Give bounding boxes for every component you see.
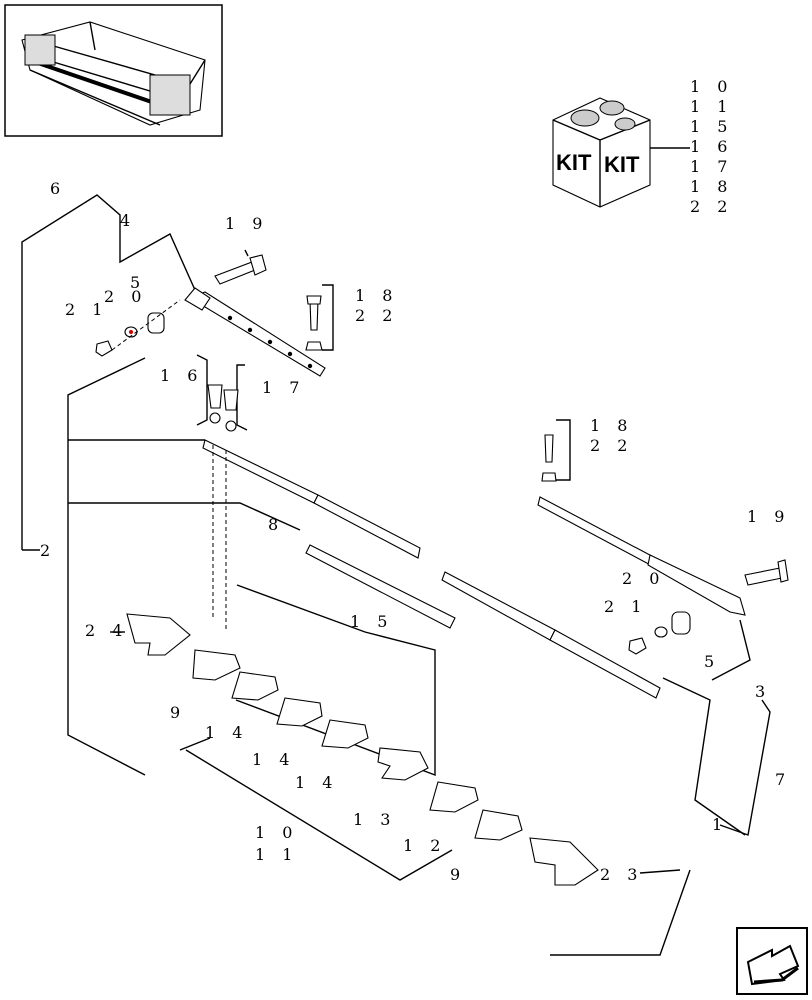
kit-box-icon: KIT KIT: [552, 97, 690, 208]
header-thumbnail-image: [4, 4, 223, 137]
callout-4: 4: [120, 211, 136, 230]
callout-23: 2 3: [600, 865, 643, 884]
callout-22-right: 2 2: [590, 436, 633, 455]
next-page-arrow-icon[interactable]: [736, 927, 808, 995]
kit-part-6: 1 8: [690, 177, 733, 196]
callout-21-right: 2 1: [604, 597, 647, 616]
callout-12: 1 2: [403, 836, 446, 855]
callout-15: 1 5: [350, 612, 393, 631]
kit-label-left: KIT: [556, 150, 592, 175]
leader-2: [67, 357, 301, 776]
knife-back-bars: [202, 439, 661, 699]
callout-2: 2: [40, 541, 56, 560]
kit-part-7: 2 2: [690, 197, 733, 216]
callout-13: 1 3: [353, 810, 396, 829]
kit-part-5: 1 7: [690, 157, 733, 176]
callout-14-a: 1 4: [205, 723, 248, 742]
kit-part-2: 1 1: [690, 97, 733, 116]
callout-5-upper: 5: [130, 273, 146, 292]
callout-20-right: 2 0: [622, 569, 665, 588]
callout-6: 6: [50, 179, 66, 198]
callout-10: 1 0: [255, 823, 298, 842]
leader-6: [21, 194, 196, 550]
upper-left-knife-head: [95, 249, 326, 377]
callout-5-right: 5: [704, 652, 720, 671]
knife-sections: [126, 613, 599, 886]
callout-3: 3: [755, 682, 771, 701]
callout-19-right: 1 9: [747, 507, 790, 526]
callout-11: 1 1: [255, 845, 298, 864]
callout-18-right: 1 8: [590, 416, 633, 435]
callout-18-upper: 1 8: [355, 286, 398, 305]
kit-label-right: KIT: [604, 152, 640, 177]
callout-24: 2 4: [85, 621, 128, 640]
callout-21-upper: 2 1: [65, 300, 108, 319]
callout-7: 7: [775, 770, 791, 789]
callout-20-upper: 2 0: [104, 287, 147, 306]
callout-9-upper: 9: [170, 703, 186, 722]
callout-14-b: 1 4: [252, 750, 295, 769]
kit-part-3: 1 5: [690, 117, 733, 136]
callout-22-upper: 2 2: [355, 306, 398, 325]
callout-14-c: 1 4: [295, 773, 338, 792]
kit-part-4: 1 6: [690, 137, 733, 156]
callout-9-lower: 9: [450, 865, 466, 884]
callout-19-upper: 1 9: [225, 214, 268, 233]
kit-part-1: 1 0: [690, 77, 733, 96]
callout-8: 8: [268, 515, 284, 534]
callout-1: 1: [712, 815, 728, 834]
right-knife-head: [537, 419, 789, 655]
callout-16: 1 6: [160, 366, 203, 385]
callout-17: 1 7: [262, 378, 305, 397]
